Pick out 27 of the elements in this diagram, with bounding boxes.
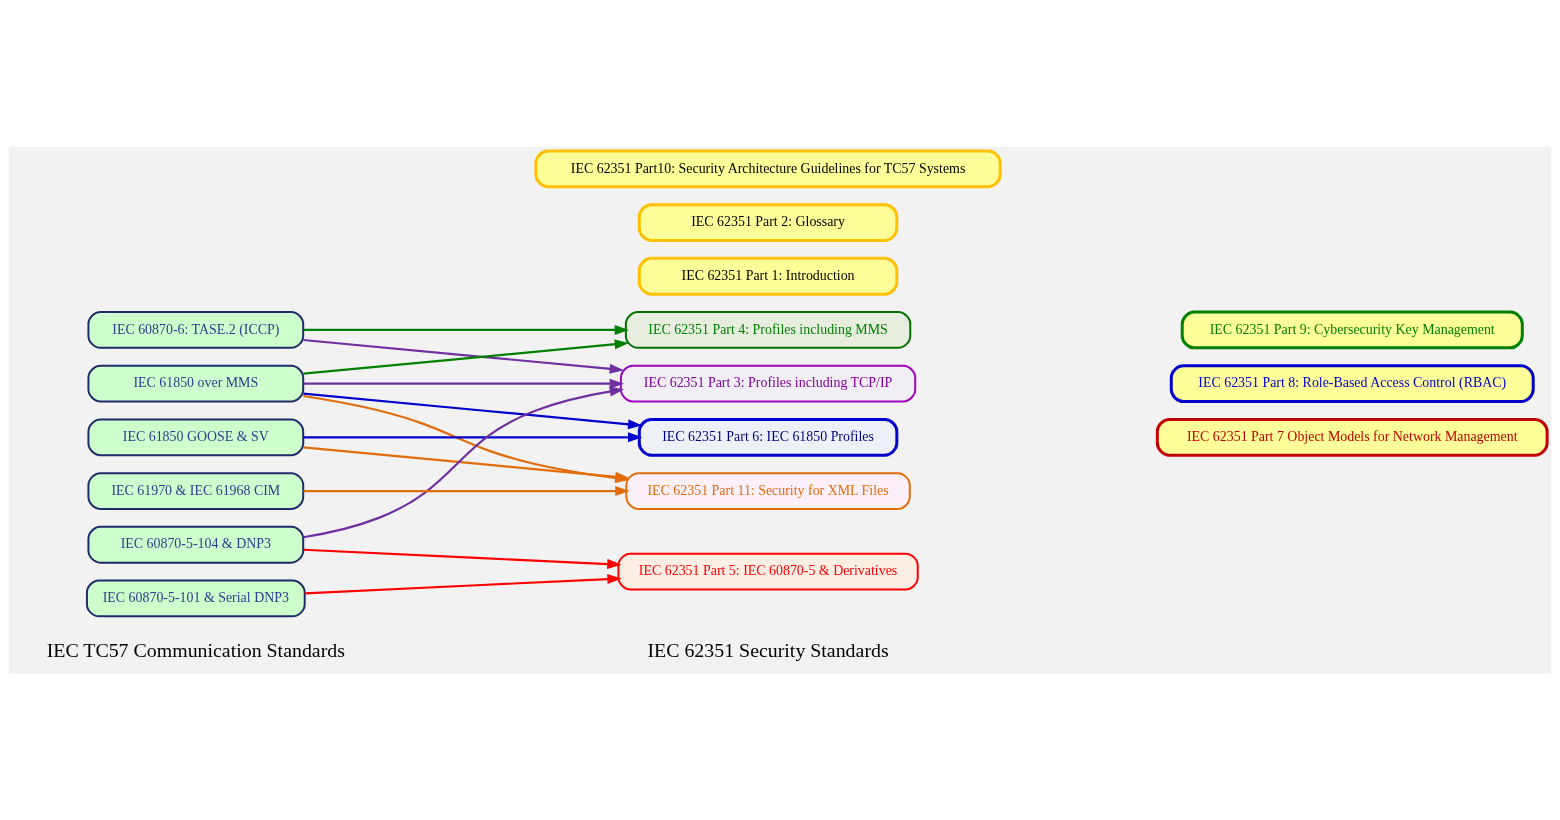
node-box: IEC 62351 Part 9: Cybersecurity Key Management (1180, 310, 1524, 349)
node-box: IEC 60870-5-101 & Serial DNP3 (85, 579, 306, 617)
arrow (303, 392, 643, 429)
node-box: IEC 61850 over MMS (87, 364, 305, 403)
arrow (303, 485, 630, 496)
node-box: IEC 62351 Part 1: Introduction (637, 256, 899, 296)
arrow (303, 378, 624, 389)
arrow (303, 386, 625, 538)
node-box: IEC 62351 Part 8: Role-Based Access Control (RBAC) (1169, 363, 1535, 403)
arrow (303, 431, 643, 442)
node-box: IEC 62351 Part 3: Profiles including TCP/IP (619, 364, 917, 403)
node-box: IEC 62351 Part10: Security Architecture Guidelines for TC57 Systems (534, 149, 1002, 188)
label: IEC TC57 Communication Standards (46, 638, 345, 661)
node-box: IEC 62351 Part 2: Glossary (637, 202, 899, 242)
node-box: IEC 62351 Part 5: IEC 60870-5 & Derivatives (617, 552, 919, 590)
node-box: IEC 60870-6: TASE.2 (ICCP) (87, 310, 305, 349)
node-box: IEC 61850 GOOSE & SV (87, 417, 305, 456)
arrow (304, 573, 622, 594)
node-box: IEC 61970 & IEC 61968 CIM (87, 471, 305, 510)
label: IEC 62351 Security Standards (647, 638, 889, 661)
node-box: IEC 62351 Part 7 Object Models for Network Management (1155, 417, 1549, 457)
arrow (303, 324, 630, 335)
arrow (303, 548, 622, 569)
node-box: IEC 62351 Part 6: IEC 61850 Profiles (637, 417, 899, 457)
node-box: IEC 62351 Part 11: Security for XML Files (625, 471, 911, 510)
node-box: IEC 60870-5-104 & DNP3 (87, 525, 305, 564)
node-box: IEC 62351 Part 4: Profiles including MMS (624, 310, 912, 349)
